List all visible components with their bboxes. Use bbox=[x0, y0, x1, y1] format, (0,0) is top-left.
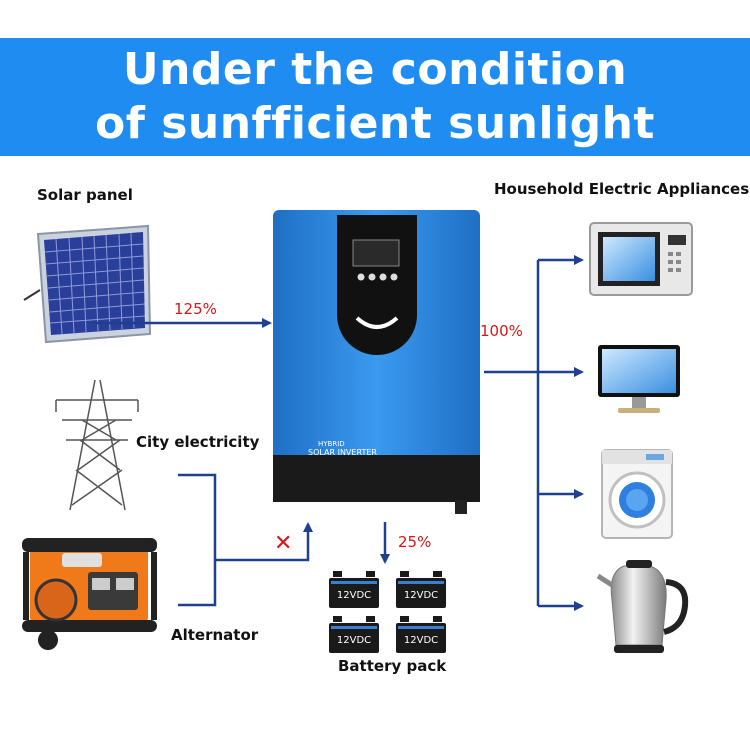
label-solar-panel: Solar panel bbox=[37, 186, 133, 204]
percent-battery: 25% bbox=[398, 533, 432, 551]
battery-icon-3 bbox=[329, 616, 379, 653]
battery-icon-1 bbox=[329, 571, 379, 608]
battery-icon-2 bbox=[396, 571, 446, 608]
label-appliances: Household Electric Appliances bbox=[494, 180, 750, 198]
percent-appliances: 100% bbox=[480, 322, 523, 340]
microwave-icon bbox=[589, 222, 693, 296]
connectors bbox=[92, 255, 584, 611]
power-tower-icon bbox=[55, 379, 139, 511]
title-line-2: of sunfficient sunlight bbox=[95, 98, 655, 149]
arrow-grid-to-inverter bbox=[215, 522, 313, 562]
battery-label-3: 12VDC bbox=[337, 635, 371, 646]
title-banner: Under the condition of sunfficient sunli… bbox=[0, 38, 750, 156]
inverter-brand-2: SOLAR INVERTER bbox=[308, 448, 377, 457]
monitor-icon bbox=[598, 345, 680, 413]
inverter-brand-1: HYBRID bbox=[318, 440, 345, 448]
battery-label-1: 12VDC bbox=[337, 590, 371, 601]
grid-generator-bus bbox=[178, 473, 217, 607]
battery-label-2: 12VDC bbox=[404, 590, 438, 601]
label-city-electricity: City electricity bbox=[136, 433, 260, 451]
solar-panel-icon bbox=[23, 224, 152, 344]
label-battery-pack: Battery pack bbox=[338, 657, 447, 675]
battery-icon-4 bbox=[396, 616, 446, 653]
title-line-1: Under the condition bbox=[122, 44, 628, 95]
label-alternator: Alternator bbox=[171, 626, 259, 644]
kettle-icon bbox=[596, 560, 689, 653]
inverter-icon: HYBRID SOLAR INVERTER bbox=[273, 210, 480, 514]
battery-label-4: 12VDC bbox=[404, 635, 438, 646]
washing-machine-icon bbox=[601, 449, 673, 539]
generator-icon bbox=[22, 538, 157, 650]
blocked-cross-icon: ✕ bbox=[274, 531, 293, 556]
percent-solar: 125% bbox=[174, 300, 217, 318]
